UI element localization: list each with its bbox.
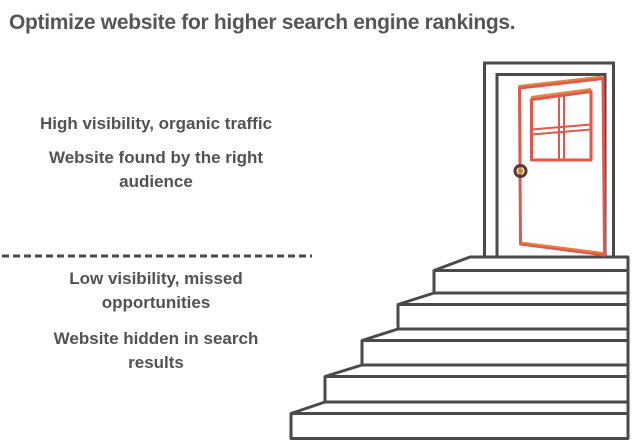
staircase — [289, 255, 630, 440]
staircase-outline — [289, 255, 630, 440]
window-mullion-horizontal — [531, 128, 592, 136]
door-panel — [518, 77, 606, 257]
door-bottom-edge-accent — [520, 241, 604, 254]
window-mullion-horizontal — [531, 123, 592, 131]
door-frame-inner — [495, 73, 607, 257]
page-title: Optimize website for higher search engin… — [9, 11, 516, 34]
lower-drawback-text-1: Low visibility, missed opportunities — [69, 269, 243, 312]
open-door — [518, 77, 606, 257]
door-top-edge-accent — [518, 75, 603, 87]
window-top-edge-accent — [530, 88, 592, 98]
upper-benefit-text-2: Website found by the right audience — [48, 148, 264, 191]
door-knob-icon — [513, 164, 528, 178]
door-knob-inner-ring — [517, 168, 524, 174]
window-outline — [530, 90, 593, 162]
window-edge-accent — [530, 88, 592, 98]
door-edge-accents — [518, 75, 604, 254]
lower-drawback-text-2: Website hidden in search results — [53, 329, 259, 372]
door-window — [530, 90, 593, 162]
upper-benefit-text-1: High visibility, organic traffic — [39, 114, 273, 133]
door-knob-outer-ring — [513, 164, 528, 178]
text-column: High visibility, organic traffic Website… — [0, 0, 312, 444]
door-frame-outer — [483, 61, 615, 257]
